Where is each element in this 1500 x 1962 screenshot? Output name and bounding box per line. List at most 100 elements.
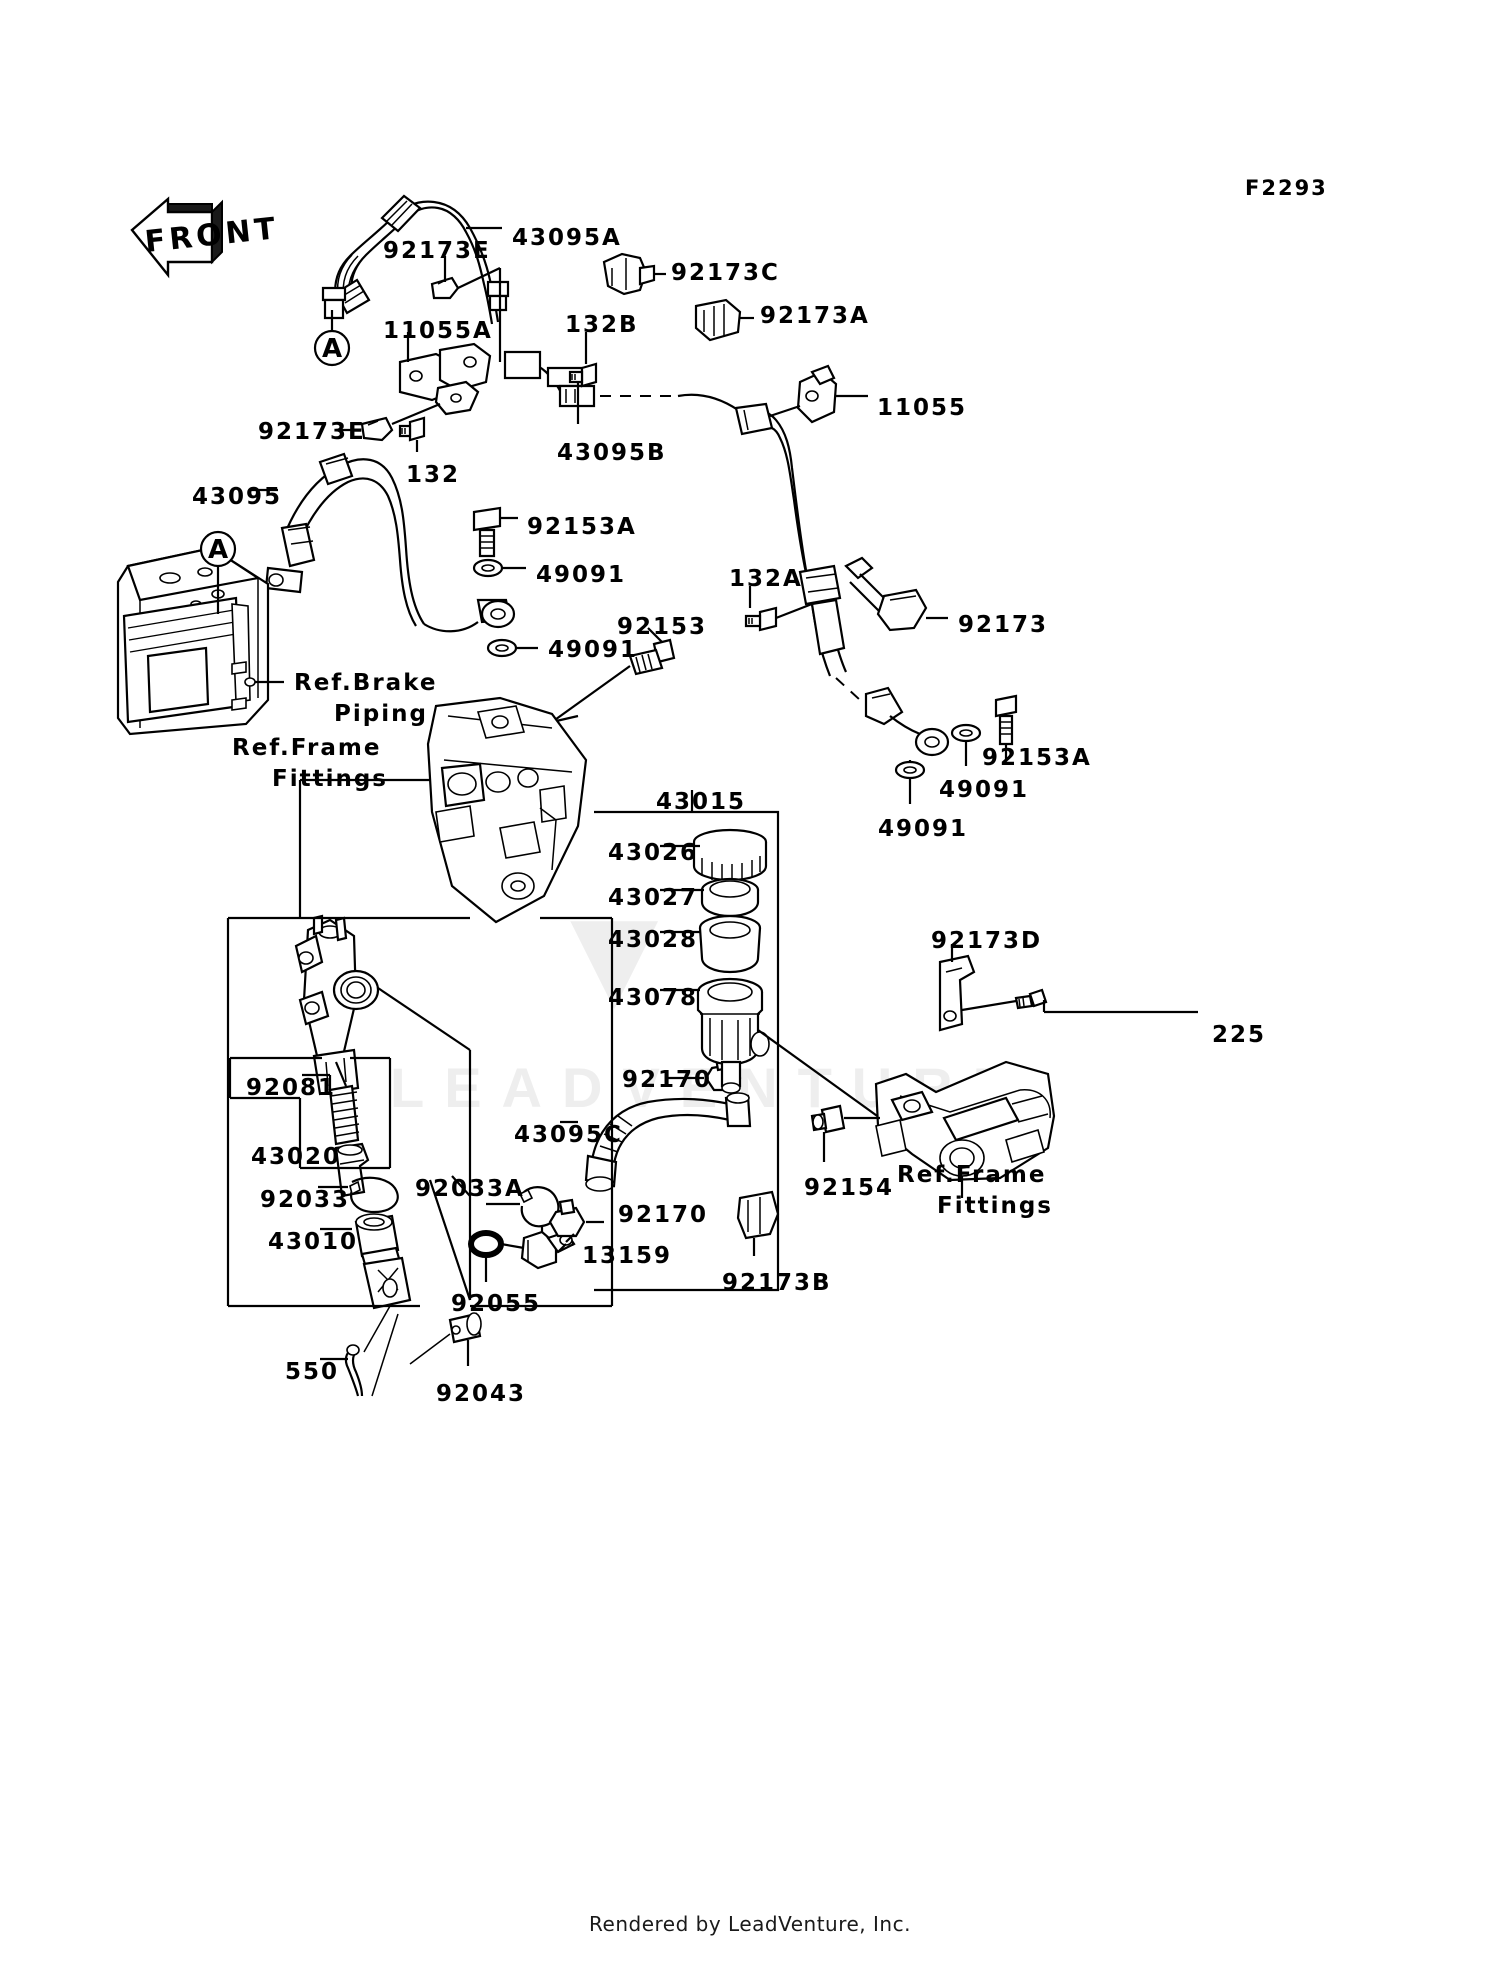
clamp-92170-lower-art [548,1198,604,1243]
front-arrow-icon: FRONT [130,196,281,279]
part-number-bracket-11055: 11055 [877,395,968,421]
bolt-92154-art [810,1104,880,1162]
ref-frame-fittings-left-label: Ref.Frame Fittings [232,733,388,795]
clamp-92173a-art [694,298,754,342]
part-number-reservoir-assy-43015: 43015 [656,789,747,815]
ref-frame-fittings-left-line2: Fittings [272,766,388,792]
circlip-92033-art [318,1176,399,1214]
part-number-clamp-92173b: 92173B [722,1270,832,1296]
ref-frame-fittings-right-line1: Ref.Frame [897,1162,1047,1188]
clamp-92173b-art [736,1190,780,1256]
part-number-bolt-132: 132 [406,462,461,488]
part-number-hose-43095b: 43095B [557,440,667,466]
oring-92055-art [468,1230,525,1282]
bolt-92153a-right-art [894,694,1018,804]
hose-43095b-art [503,350,739,424]
clamp-92173e-upper-art [430,256,502,362]
part-number-piston-kit-43020: 43020 [251,1144,342,1170]
part-number-cap-43026: 43026 [608,840,699,866]
part-number-joint-13159: 13159 [582,1243,673,1269]
piston-kit-box [228,1056,392,1170]
master-cylinder-body [294,914,472,1301]
part-number-pin-92043: 92043 [436,1381,527,1407]
master-cylinder-group-box [226,916,614,1308]
part-number-clamp-92173e-upper: 92173E [383,238,491,264]
screw-225-art [1014,988,1198,1014]
bolt-132b-art [568,332,598,388]
part-number-hose-43095: 43095 [192,484,283,510]
pin-550-art [320,1305,399,1397]
part-number-clamp-92173: 92173 [958,612,1049,638]
part-number-screw-225: 225 [1212,1022,1267,1048]
part-number-bolt-92153: 92153 [617,614,708,640]
callout-a-lower: A [199,530,237,614]
part-number-diaphragm-plate-43027: 43027 [608,885,699,911]
ref-frame-fittings-left-line1: Ref.Frame [232,735,382,761]
ref-frame-fittings-right-art [874,1060,1056,1198]
part-number-washer-49091-upper-left: 49091 [536,562,627,588]
bolt-132-art [398,416,426,452]
hose-43095a-art [321,194,510,325]
part-number-pin-550: 550 [285,1359,340,1385]
clamp-92173-art [844,556,948,632]
part-number-pushrod-43010: 43010 [268,1229,359,1255]
footer-credit: Rendered by LeadVenture, Inc. [589,1912,911,1936]
clamp-92173d-art [938,944,1023,1032]
piston-43020-art [334,1142,370,1198]
part-number-clamp-92173d: 92173D [931,928,1043,954]
part-number-bolt-92153a-right: 92153A [982,745,1092,771]
diaphragm-43028-art [660,914,762,974]
part-number-reservoir-43078: 43078 [608,985,699,1011]
part-number-spring-92081: 92081 [246,1075,337,1101]
pin-92043-art [409,1312,482,1366]
ref-brake-piping-line2: Piping [334,701,428,727]
ref-brake-piping-label: Ref.Brake Piping [294,668,437,730]
bracket-11055-art [763,364,868,424]
bracket-11055a-art [398,332,492,416]
abs-modulator-unit [116,546,284,736]
part-number-washer-49091-right-lower: 49091 [878,816,969,842]
part-number-bolt-92153a-left: 92153A [527,514,637,540]
ref-frame-fittings-right-line2: Fittings [937,1193,1053,1219]
svg-text:A: A [322,334,342,364]
spring-92081-art [302,1061,360,1146]
plate-43027-art [660,877,760,918]
part-number-clamp-92170-upper: 92170 [622,1067,713,1093]
ref-frame-fittings-left-art [298,696,588,924]
part-number-washer-49091-lower-left: 49091 [548,637,639,663]
clamp-92173c-art [602,252,666,296]
part-number-bolt-92154: 92154 [804,1175,895,1201]
bolt-132a-art [744,586,813,632]
part-number-hose-43095a: 43095A [512,225,622,251]
hose-right-art [734,402,950,757]
reservoir-43078-art [660,977,881,1119]
part-number-hose-43095c: 43095C [514,1122,623,1148]
reservoir-group-box [594,790,780,1292]
part-number-clamp-92173c: 92173C [671,260,780,286]
clamp-92173e-lower-art [336,402,441,442]
ref-frame-fittings-right-label: Ref.Frame Fittings [897,1160,1053,1222]
callout-a-upper: A [313,310,351,367]
svg-text:A: A [208,535,228,565]
bolt-92153-art [551,627,676,724]
cap-43026-art [660,828,768,882]
part-number-circlip-92033: 92033 [260,1187,351,1213]
part-number-circlip-92033a: 92033A [415,1176,525,1202]
pushrod-43010-art [320,1213,412,1310]
hose-43095c-art [560,1092,752,1192]
joint-13159-art [520,1230,576,1270]
part-number-oring-92055: 92055 [451,1291,542,1317]
hose-43095-art [250,452,516,633]
bolt-92153a-left-art [472,506,538,658]
part-number-bolt-132b: 132B [565,312,639,338]
part-number-bolt-132a: 132A [729,566,803,592]
part-number-clamp-92173a: 92173A [760,303,870,329]
part-number-bracket-11055a: 11055A [383,318,493,344]
ref-brake-piping-line1: Ref.Brake [294,670,438,696]
part-number-diaphragm-43028: 43028 [608,927,699,953]
part-number-clamp-92173e-lower: 92173E [258,419,366,445]
diagram-code: F2293 [1245,176,1328,200]
part-number-clamp-92170-lower: 92170 [618,1202,709,1228]
